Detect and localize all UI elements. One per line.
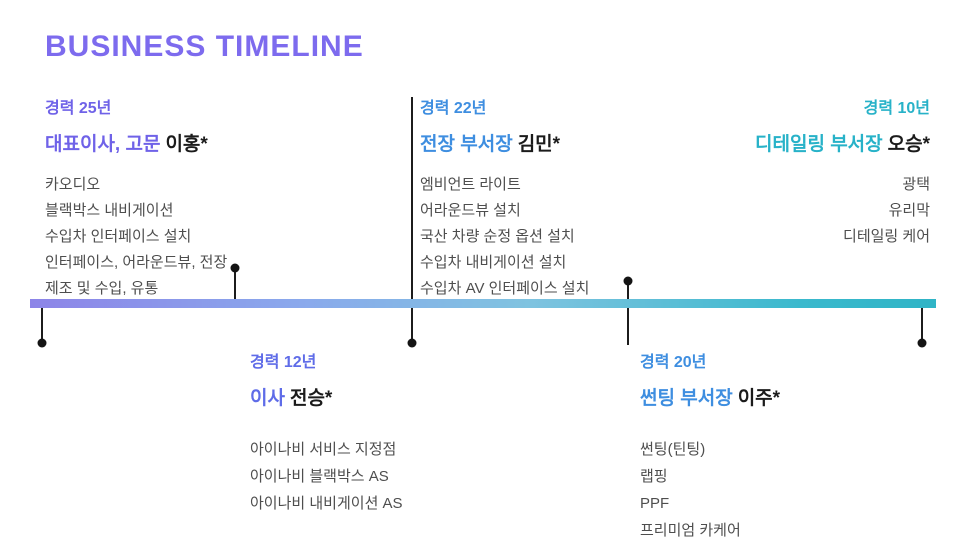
timeline-dot [37,338,47,348]
timeline-dot [917,338,927,348]
person-name: 전승* [289,388,333,409]
timeline-dot [623,276,633,286]
service-item: 어라운드뷰 설치 [420,202,521,219]
service-item: 국산 차량 순정 옵션 설치 [420,228,575,245]
timeline-connector-line [627,281,629,345]
service-item: 카오디오 [45,176,101,193]
service-item: 아이나비 서비스 지정점 [250,441,397,458]
service-item: 프리미엄 카케어 [640,522,741,539]
service-item: 인터페이스, 어라운드뷰, 전장 [45,254,228,271]
timeline-dot [407,338,417,348]
service-list: 썬팅(틴팅) 랩핑 PPF 프리미엄 카케어 [640,436,780,543]
service-item: 디테일링 케어 [843,228,930,245]
person-name: 오승* [887,134,930,155]
service-item: PPF [640,495,670,512]
service-item: 유리막 [888,202,930,219]
service-item: 제조 및 수입, 유통 [45,280,159,297]
service-item: 수입차 인터페이스 설치 [45,228,192,245]
timeline-connector-line [41,303,43,343]
role-label: 디테일링 부서장 [755,134,883,155]
timeline-connector-line [411,97,413,343]
experience-label: 경력 25년 [45,100,112,117]
experience-label: 경력 10년 [863,100,930,117]
service-list: 아이나비 서비스 지정점 아이나비 블랙박스 AS 아이나비 내비게이션 AS [250,436,403,517]
service-item: 수입차 내비게이션 설치 [420,254,567,271]
timeline-dot [230,263,240,273]
service-item: 광택 [902,176,930,193]
service-item: 블랙박스 내비게이션 [45,202,174,219]
timeline-bar [30,299,936,308]
timeline-connector-line [921,303,923,343]
service-list: 카오디오 블랙박스 내비게이션 수입차 인터페이스 설치 인터페이스, 어라운드… [45,172,227,302]
service-item: 랩핑 [640,468,668,485]
experience-label: 경력 20년 [640,354,707,371]
person-name: 이주* [737,388,781,409]
service-item: 수입차 AV 인터페이스 설치 [420,280,590,297]
role-label: 전장 부서장 [420,134,513,155]
role-label: 대표이사, 고문 [45,134,161,155]
page-title: BUSINESS TIMELINE [45,30,364,63]
service-list: 엠비언트 라이트 어라운드뷰 설치 국산 차량 순정 옵션 설치 수입차 내비게… [420,172,589,302]
experience-label: 경력 22년 [420,100,487,117]
service-item: 아이나비 내비게이션 AS [250,495,403,512]
role-label: 이사 [250,388,285,409]
service-list: 광택 유리막 디테일링 케어 [755,172,930,250]
person-name: 이홍* [165,134,208,155]
person-name: 김민* [517,134,561,155]
experience-label: 경력 12년 [250,354,317,371]
timeline-connector-line [234,268,236,304]
service-item: 썬팅(틴팅) [640,441,706,458]
service-item: 엠비언트 라이트 [420,176,521,193]
service-item: 아이나비 블랙박스 AS [250,468,389,485]
role-label: 썬팅 부서장 [640,388,733,409]
